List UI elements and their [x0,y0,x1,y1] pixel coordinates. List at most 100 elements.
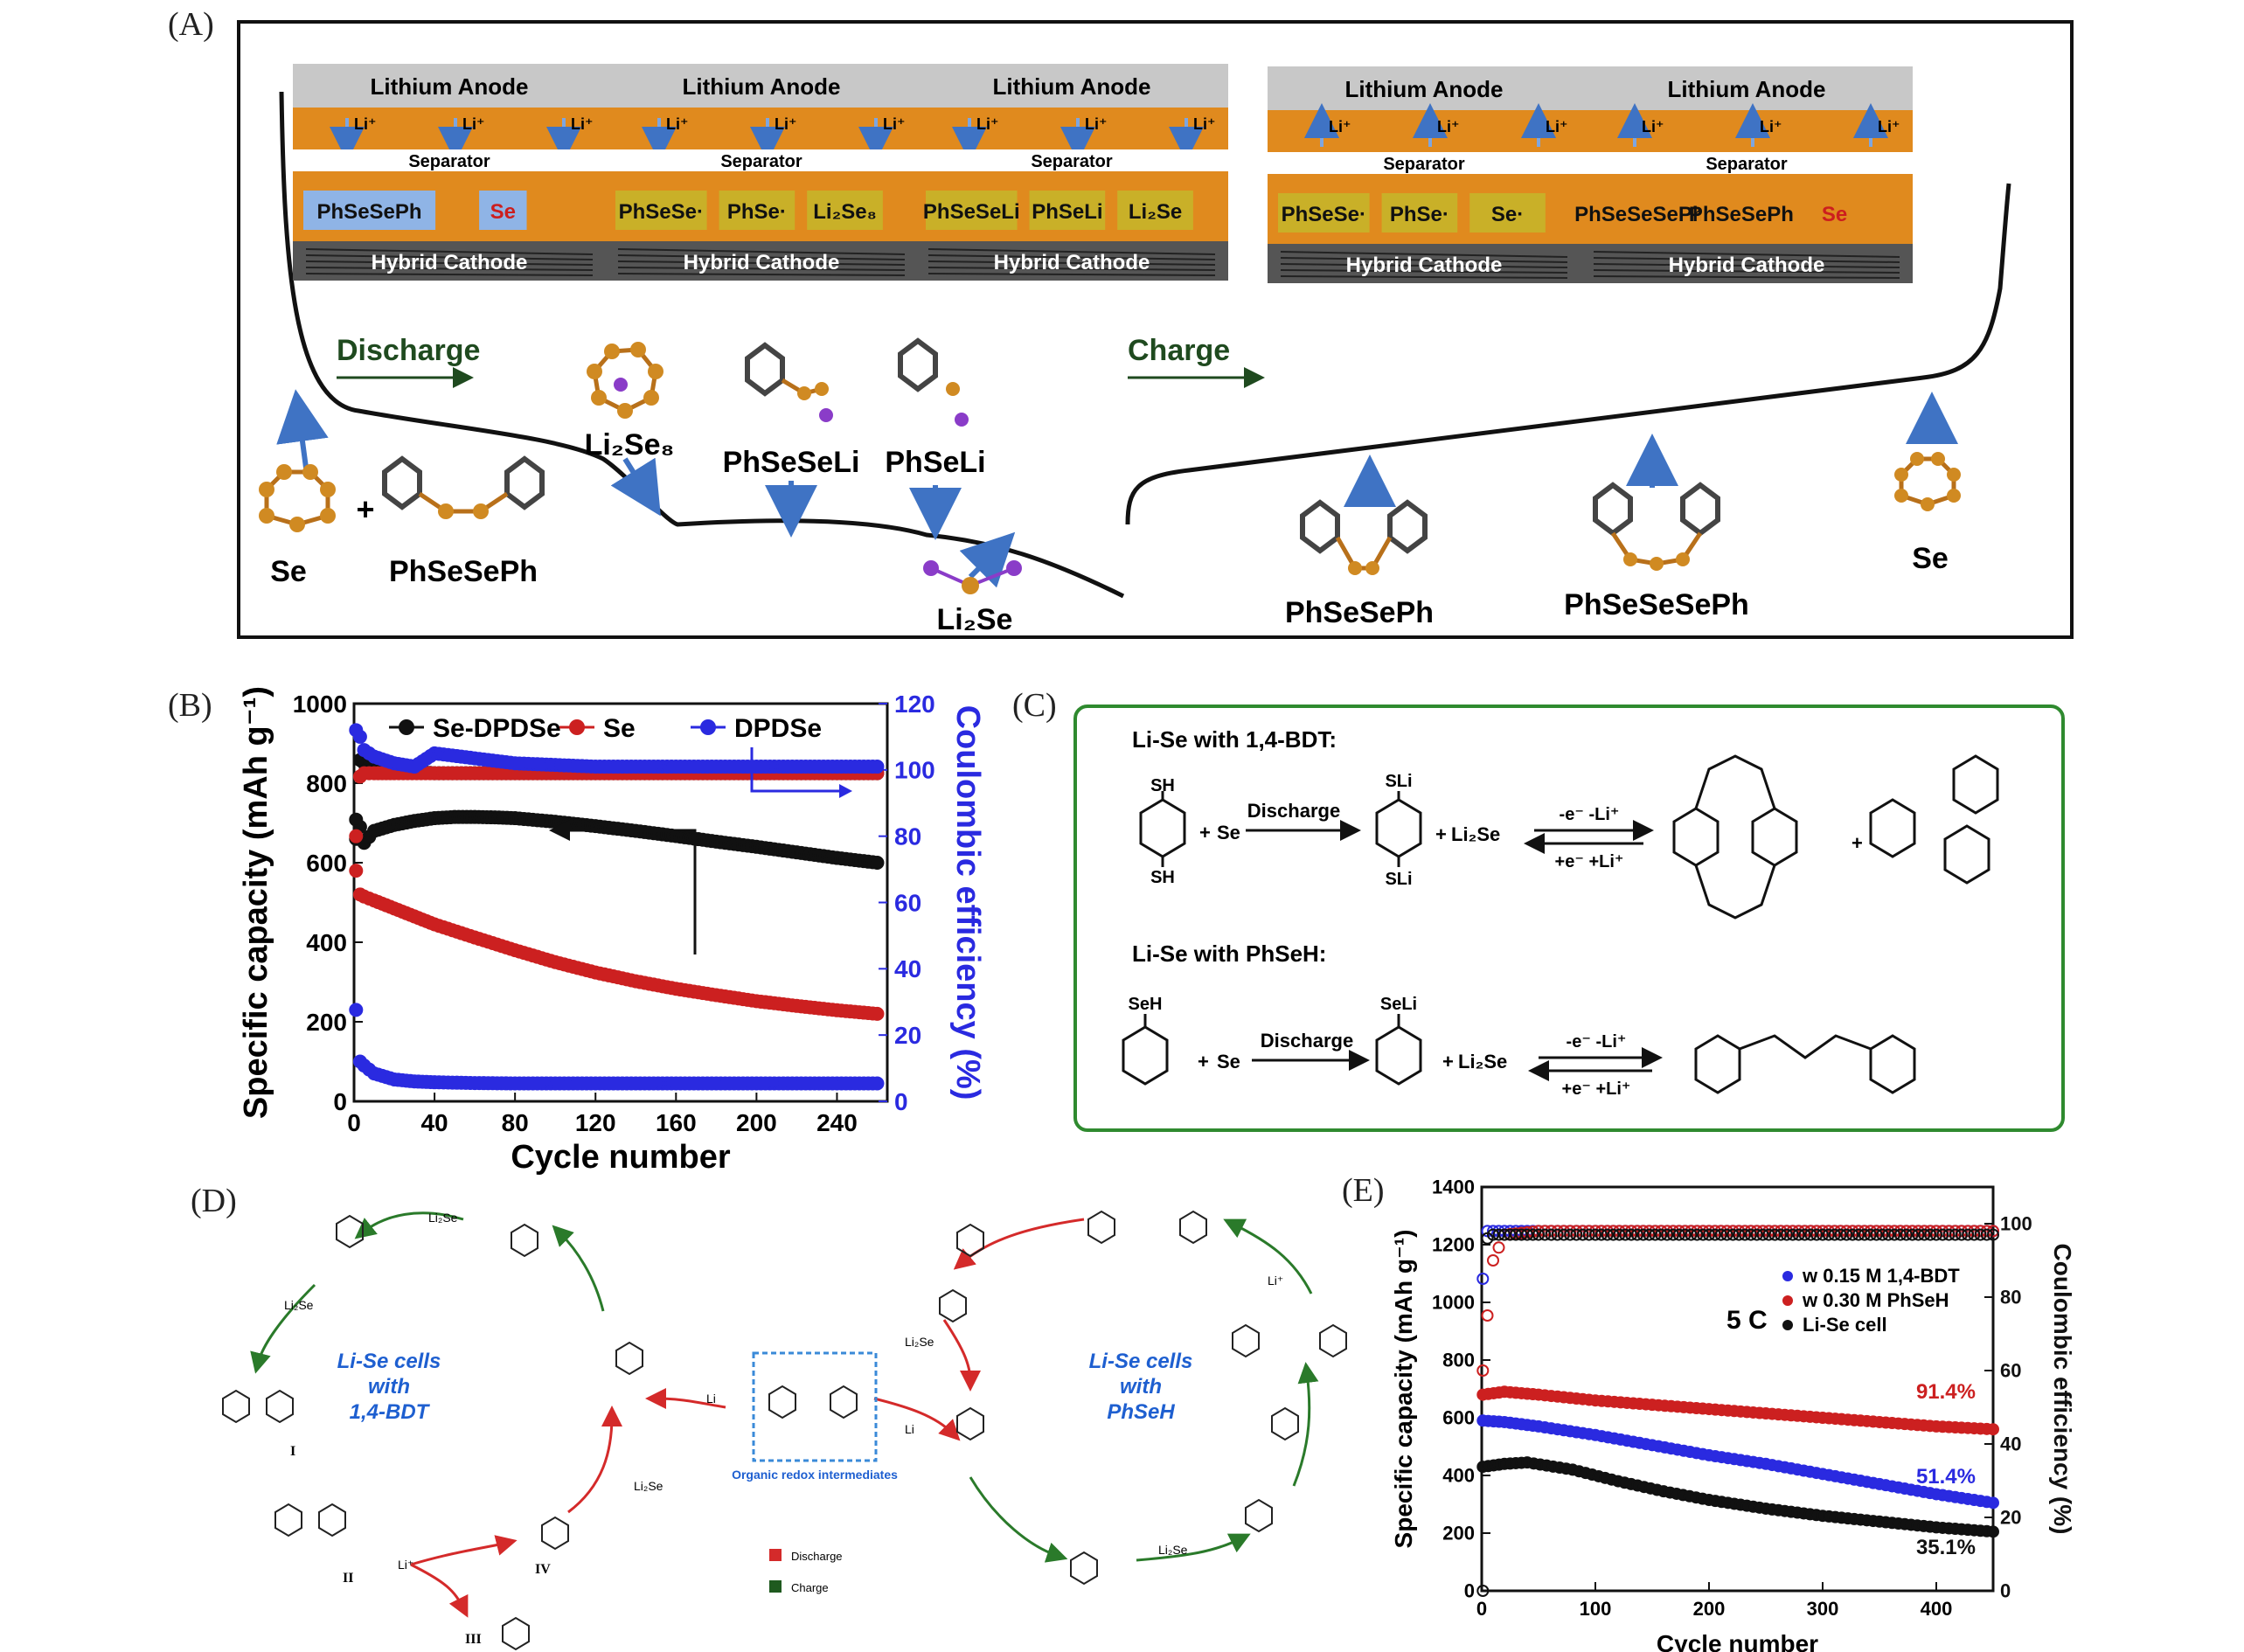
data-point [1720,1225,1733,1238]
charge-legend-swatch [769,1580,782,1593]
discharge-legend-swatch [769,1549,782,1561]
data-point [1834,1228,1847,1241]
data-point [1564,1225,1577,1238]
data-point [1539,1228,1552,1241]
data-point [1551,1225,1564,1238]
data-point [1968,1225,1981,1238]
sli-label: SLi [1385,772,1412,791]
data-point [349,1003,364,1017]
data-point [1481,1309,1494,1322]
c-title-1: Li-Se with 1,4-BDT: [1132,726,1337,753]
phseseseph-label: PhSeSeSePh [1564,588,1749,621]
li-ion-label: Li⁺ [571,115,594,133]
data-point [1691,1225,1704,1238]
data-point [1697,1225,1710,1238]
series-li-se-cell [1476,1456,1999,1538]
data-point [1980,1225,1993,1238]
x-tick-label: 400 [1921,1598,1953,1620]
data-point [1643,1225,1656,1238]
intermediates-box [752,1351,878,1462]
data-point [1974,1228,1987,1241]
data-point [1476,1364,1490,1377]
species-label: PhSeSe· [619,200,704,224]
backward-label: +e⁻ +Li⁺ [1562,1079,1631,1099]
cathode-label: Hybrid Cathode [372,251,528,274]
data-point [1649,1225,1662,1238]
x-tick-label: 240 [816,1109,858,1136]
panel-c-label: (C) [1012,687,1057,724]
data-point [1661,1228,1674,1241]
data-point [1768,1225,1782,1238]
separator-label: Separator [1031,152,1113,171]
data-point [1582,1225,1595,1238]
data-point [1720,1228,1733,1241]
roman-ii: II [343,1571,353,1586]
x-tick-label: 160 [656,1109,697,1136]
phsesephl-molecule [382,455,545,519]
cathode-label: Hybrid Cathode [684,251,840,274]
cycle1-line3: 1,4-BDT [350,1400,431,1424]
phseseli-molecule [745,342,833,422]
li-ion-label: Li⁺ [1329,118,1351,135]
forward-label: -e⁻ -Li⁺ [1560,805,1620,824]
data-point [1955,1225,1968,1238]
series-w-0-30-m-phseh [1476,1385,1999,1436]
se-reagent: Se [1217,822,1240,843]
data-point [1750,1225,1763,1238]
series-w-0-15-m-1-4-bdt [1476,1414,1999,1510]
series-li-se-cell-ce [1476,1228,1999,1597]
cycle2-line2: with [1120,1375,1162,1399]
data-point [1532,1228,1545,1241]
seli-label: SeLi [1380,995,1417,1014]
species-label: Li₂Se₈ [813,200,877,224]
legend-label: Se-DPDSe [433,714,561,743]
y2-tick-label: 20 [894,1022,921,1049]
li-ion-label: Li⁺ [1642,118,1664,135]
data-point [1840,1225,1853,1238]
data-point [1691,1228,1704,1241]
x-tick-label: 300 [1807,1598,1839,1620]
data-point [1613,1225,1626,1238]
plus-sign: + [1851,832,1863,854]
y2-tick-label: 60 [2000,1360,2021,1382]
li2se-label: Li₂Se [937,603,1013,636]
data-point [1655,1225,1668,1238]
discharge-label: Discharge [337,334,480,367]
data-point [1775,1228,1788,1241]
li-ion-label: Li⁺ [1193,115,1216,133]
roman-i: I [290,1444,295,1459]
li2se8-label: Li₂Se₈ [585,428,675,462]
blue-arrow [276,389,329,469]
charge-curve [1125,183,2011,525]
species-label: Li₂Se [1129,200,1182,224]
y-tick-label: 0 [333,1088,347,1115]
se-label: Se [270,555,307,588]
legend-marker [399,719,414,735]
data-point [1804,1225,1817,1238]
data-point [1840,1228,1853,1241]
li-ion-label: Li⁺ [666,115,689,133]
data-point [1594,1228,1608,1241]
data-point [1810,1225,1824,1238]
charge-legend-label: Charge [791,1581,829,1594]
data-point [1912,1225,1925,1238]
li2se-label: Li₂Se [428,1211,458,1225]
plus-sign: + [1435,823,1447,845]
plus-sign: + [1198,1051,1209,1072]
y-tick-label: 600 [306,850,347,877]
data-point [1476,1273,1490,1285]
data-point [1666,1225,1679,1238]
data-point [1864,1228,1877,1241]
roman-iv: IV [535,1562,551,1577]
y-tick-label: 1400 [1432,1177,1475,1198]
data-point [352,729,367,744]
data-point [870,1076,885,1091]
species-label: PhSeSePh [1689,203,1794,226]
x-tick-label: 0 [347,1109,361,1136]
x-tick-label: 0 [1476,1598,1487,1620]
